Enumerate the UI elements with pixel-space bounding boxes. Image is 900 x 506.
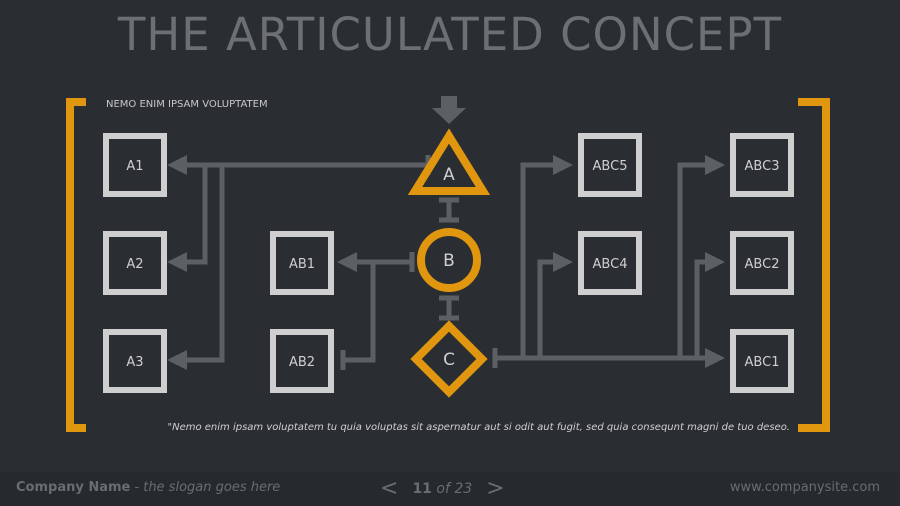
box-ab1[interactable]: AB1 xyxy=(270,231,334,295)
box-label: ABC1 xyxy=(745,355,780,370)
page-title: THE ARTICULATED CONCEPT xyxy=(117,8,783,61)
box-label: ABC2 xyxy=(745,257,780,272)
right-bracket xyxy=(798,98,830,432)
box-a2[interactable]: A2 xyxy=(103,231,167,295)
box-a3[interactable]: A3 xyxy=(103,329,167,393)
box-label: ABC5 xyxy=(593,159,628,174)
box-abc2[interactable]: ABC2 xyxy=(730,231,794,295)
slogan: the slogan goes here xyxy=(143,480,281,495)
footer: Company Name -the slogan goes here < 11 … xyxy=(0,472,900,506)
subtitle: NEMO ENIM IPSAM VOLUPTATEM xyxy=(106,99,268,110)
prev-page-button[interactable]: < xyxy=(380,476,399,501)
box-ab2[interactable]: AB2 xyxy=(270,329,334,393)
separator: - xyxy=(134,480,140,495)
quote: "Nemo enim ipsam voluptatem tu quia volu… xyxy=(168,422,791,433)
website-link[interactable]: www.companysite.com xyxy=(729,480,880,495)
box-label: A2 xyxy=(126,257,143,272)
box-abc4[interactable]: ABC4 xyxy=(578,231,642,295)
node-b[interactable]: B xyxy=(417,228,481,292)
node-c[interactable]: C xyxy=(410,320,488,398)
node-b-label: B xyxy=(443,251,455,271)
box-label: AB1 xyxy=(289,257,315,272)
node-c-label: C xyxy=(443,350,455,370)
box-abc5[interactable]: ABC5 xyxy=(578,133,642,197)
box-label: ABC4 xyxy=(593,257,628,272)
down-arrow-icon xyxy=(432,96,466,124)
box-label: A3 xyxy=(126,355,143,370)
box-label: AB2 xyxy=(289,355,315,370)
box-a1[interactable]: A1 xyxy=(103,133,167,197)
connector-lines xyxy=(167,155,725,370)
node-a[interactable]: A xyxy=(407,128,491,195)
left-bracket xyxy=(66,98,86,432)
page-total: of 23 xyxy=(436,480,473,497)
pager: < 11 of 23 > xyxy=(380,476,505,501)
node-a-label: A xyxy=(443,165,455,185)
company-name: Company Name xyxy=(16,480,131,495)
box-label: ABC3 xyxy=(745,159,780,174)
box-abc3[interactable]: ABC3 xyxy=(730,133,794,197)
box-label: A1 xyxy=(126,159,143,174)
box-abc1[interactable]: ABC1 xyxy=(730,329,794,393)
next-page-button[interactable]: > xyxy=(486,476,505,501)
page-number: 11 xyxy=(412,480,432,497)
